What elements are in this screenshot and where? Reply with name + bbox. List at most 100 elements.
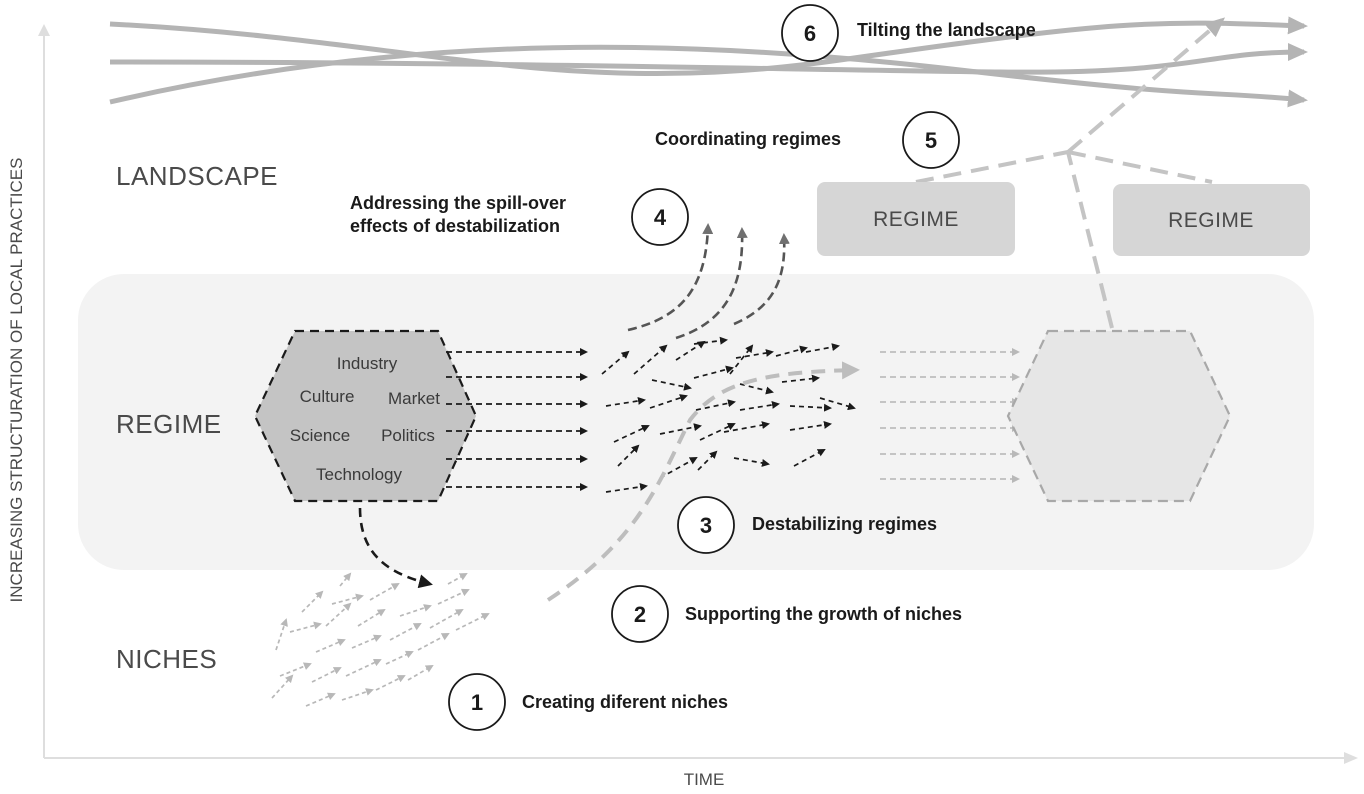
other-regime-box-2: REGIME xyxy=(1113,184,1310,256)
step-1: 1 Creating diferent niches xyxy=(448,673,728,731)
niche-arrow xyxy=(315,638,346,653)
scatter-arrow xyxy=(617,444,640,467)
step-5: 5 Coordinating regimes xyxy=(655,111,960,169)
niche-arrow xyxy=(455,613,490,631)
spill-over-arrow xyxy=(627,223,714,332)
niche-arrow xyxy=(429,609,464,629)
scatter-arrow xyxy=(735,349,774,359)
niche-arrow xyxy=(341,688,374,701)
scatter-arrow xyxy=(659,457,698,479)
scatter-arrow xyxy=(693,365,734,379)
niche-arrow xyxy=(399,604,432,617)
step-1-label: Creating diferent niches xyxy=(522,692,728,712)
coordination-line xyxy=(915,150,1069,184)
axes: INCREASING STRUCTURATION OF LOCAL PRACTI… xyxy=(7,24,1358,789)
niche-arrow xyxy=(385,650,414,665)
niche-arrow xyxy=(375,675,406,691)
scatter-arrow xyxy=(781,374,820,383)
step-6-number: 6 xyxy=(804,21,816,46)
step-4-circle xyxy=(631,188,689,246)
niches-level-label: NICHES xyxy=(116,644,217,674)
niche-arrow xyxy=(311,667,342,683)
landscape-level-label: LANDSCAPE xyxy=(116,161,278,191)
scatter-arrow xyxy=(729,344,754,375)
scatter-arrow xyxy=(601,350,630,375)
scatter-arrow xyxy=(697,450,718,471)
scatter-arrow xyxy=(613,424,650,443)
niche-arrow xyxy=(437,588,470,605)
step-5-label: Coordinating regimes xyxy=(655,129,841,149)
regime-coordination-lines xyxy=(915,17,1226,329)
landscape-line-2 xyxy=(109,43,1308,75)
scatter-arrow xyxy=(789,403,832,412)
scatter-arrow xyxy=(695,399,736,411)
x-axis-label: TIME xyxy=(684,770,725,789)
niche-arrow xyxy=(339,572,352,587)
niche-arrow xyxy=(325,602,352,627)
spill-over-arrow xyxy=(675,227,748,340)
niche-arrow xyxy=(331,593,364,605)
scatter-arrow xyxy=(651,379,692,391)
destabilizing-arrows xyxy=(601,336,856,493)
hexagon-label-science: Science xyxy=(290,426,350,445)
scatter-arrow xyxy=(659,423,702,435)
landscape-trajectories xyxy=(109,16,1308,108)
step-2-label: Supporting the growth of niches xyxy=(685,604,962,624)
y-axis-label: INCREASING STRUCTURATION OF LOCAL PRACTI… xyxy=(7,158,26,603)
regime-level-label: REGIME xyxy=(116,409,222,439)
step-1-circle xyxy=(448,673,506,731)
niche-arrow xyxy=(289,621,322,633)
scatter-arrow xyxy=(633,344,668,375)
step-5-number: 5 xyxy=(925,128,937,153)
niche-arrow xyxy=(275,618,288,651)
step-3-label: Destabilizing regimes xyxy=(752,514,937,534)
new-regime-hexagon xyxy=(1006,329,1232,503)
spill-over-arrows xyxy=(627,223,790,340)
niche-arrow xyxy=(345,658,382,677)
regime-hexagon: Industry Culture Market Science Politics… xyxy=(253,329,478,503)
regime-hexagon-shape xyxy=(253,329,478,503)
step-4-label-line-2: effects of destabilization xyxy=(350,216,560,236)
step-3-circle xyxy=(677,496,735,554)
scatter-arrow xyxy=(819,397,856,411)
regime-output-arrows xyxy=(446,348,588,491)
hexagon-label-market: Market xyxy=(388,389,440,408)
step-6: 6 Tilting the landscape xyxy=(781,4,1036,62)
niche-arrow xyxy=(447,573,468,585)
step-2-circle xyxy=(611,585,669,643)
regime-box xyxy=(817,182,1015,256)
step-5-circle xyxy=(902,111,960,169)
step-4-label-line-1: Addressing the spill-over xyxy=(350,193,566,213)
coordination-line xyxy=(1066,17,1226,154)
scatter-arrow xyxy=(723,421,770,433)
step-3-number: 3 xyxy=(700,513,712,538)
new-regime-arrows xyxy=(880,348,1020,483)
scatter-arrow xyxy=(605,482,648,493)
hexagon-label-industry: Industry xyxy=(337,354,398,373)
coordination-line xyxy=(1066,151,1114,329)
niche-breakthrough-arrow xyxy=(546,361,860,602)
step-1-number: 1 xyxy=(471,690,483,715)
niche-arrow xyxy=(369,583,400,601)
niche-arrow xyxy=(305,692,336,707)
scatter-arrow xyxy=(605,396,646,407)
coordination-line xyxy=(1067,150,1213,184)
scatter-arrow xyxy=(699,422,736,441)
niche-arrow xyxy=(301,590,324,613)
hexagon-label-technology: Technology xyxy=(316,465,403,484)
niche-arrow xyxy=(407,664,434,681)
niche-arrow xyxy=(351,634,382,649)
step-3: 3 Destabilizing regimes xyxy=(677,496,937,554)
scatter-arrow xyxy=(805,343,840,353)
scatter-arrow xyxy=(793,449,826,467)
step-2-number: 2 xyxy=(634,602,646,627)
scatter-arrow xyxy=(789,420,832,431)
y-axis-arrowhead xyxy=(38,24,50,36)
niche-arrow xyxy=(279,662,312,677)
niche-arrow xyxy=(417,633,450,651)
niche-arrow xyxy=(357,608,386,627)
x-axis-arrowhead xyxy=(1344,752,1358,764)
step-6-label: Tilting the landscape xyxy=(857,20,1036,40)
hexagon-label-culture: Culture xyxy=(300,387,355,406)
